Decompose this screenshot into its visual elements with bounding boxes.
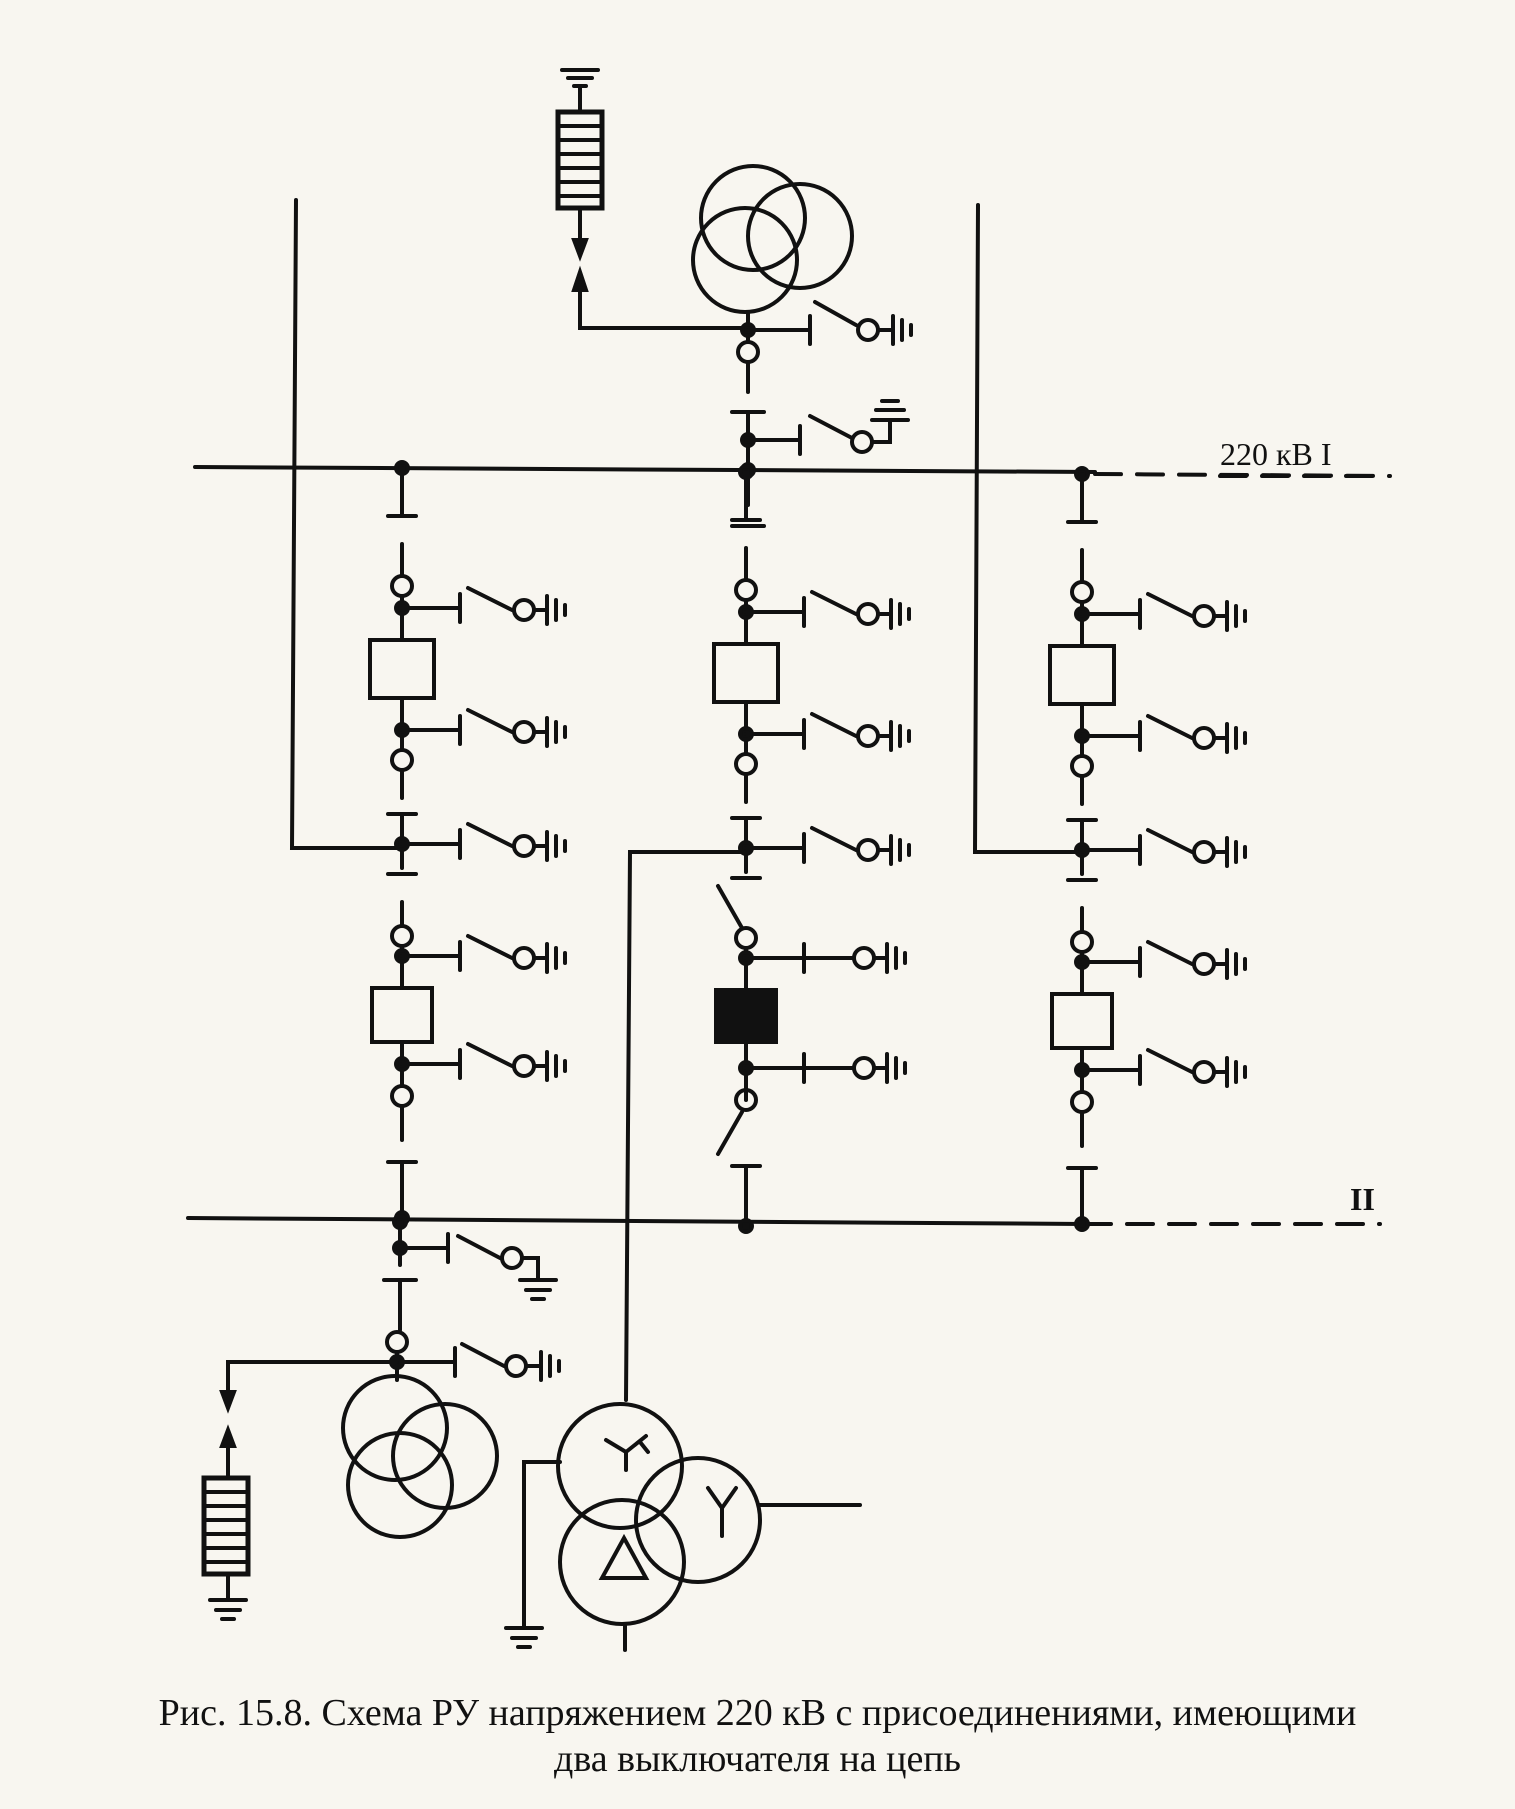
caption-line-2: два выключателя на цепь	[554, 1738, 961, 1780]
disconnector-icon	[716, 1110, 744, 1156]
bus-bar-II	[186, 1216, 1382, 1226]
earthing-switch-icon	[466, 1042, 514, 1068]
autotransformer	[504, 1402, 862, 1652]
earthing-contact	[1192, 604, 1216, 628]
figure-caption: Рис. 15.8. Схема РУ напряжением 220 кВ с…	[0, 1690, 1515, 1782]
disconnector-contact	[390, 924, 414, 948]
circuit-breaker-icon	[714, 988, 778, 1044]
left-feeder-line	[289, 198, 402, 850]
bay-right	[1048, 466, 1247, 1232]
disconnector-icon	[716, 884, 744, 930]
bus-junction	[738, 1218, 754, 1234]
earthing-contact	[852, 946, 876, 970]
disconnector-contact	[734, 752, 758, 776]
earthing-contact	[1192, 726, 1216, 750]
delta-icon	[598, 1533, 650, 1580]
circuit-breaker-icon	[712, 642, 780, 704]
top-arrester	[555, 68, 750, 330]
bus-label-II: II	[1350, 1181, 1375, 1217]
bay-left	[368, 460, 567, 1226]
circuit-breaker-icon	[1048, 644, 1116, 706]
earthing-contact	[1192, 952, 1216, 976]
earthing-switch-icon	[810, 712, 858, 738]
earthing-switch-icon	[466, 586, 514, 612]
bus-label-I: 220 кВ I	[1220, 436, 1332, 472]
earthing-contact	[1192, 1060, 1216, 1084]
disconnector-contact	[390, 1084, 414, 1108]
earthing-switch-icon	[1146, 714, 1194, 740]
bay-middle	[712, 464, 911, 1234]
earthing-switch-icon	[810, 826, 858, 852]
earthing-switch-icon	[810, 590, 858, 616]
circuit-breaker-icon	[370, 986, 434, 1044]
right-feeder-line	[972, 203, 1085, 854]
bus-junction	[1074, 1216, 1090, 1232]
circuit-breaker-icon	[1050, 992, 1114, 1050]
disconnector-contact	[734, 926, 758, 950]
disconnector-contact	[1070, 580, 1094, 604]
earthing-switch-icon	[466, 934, 514, 960]
caption-line-1: Рис. 15.8. Схема РУ напряжением 220 кВ с…	[158, 1692, 1357, 1734]
earthing-contact	[512, 598, 536, 622]
earthing-contact	[512, 1054, 536, 1078]
top-transformer	[691, 164, 854, 314]
earthing-switch-icon	[1146, 1048, 1194, 1074]
top-branch-connection	[730, 300, 913, 528]
bottom-transformer-branch	[201, 1214, 561, 1621]
earthing-contact	[512, 834, 536, 858]
earthing-contact	[852, 1056, 876, 1080]
disconnector-contact	[734, 1088, 758, 1112]
bus-bar-I	[193, 465, 1392, 478]
earthing-switch-icon	[466, 708, 514, 734]
circuit-breaker-icon	[368, 638, 436, 700]
disconnector-contact	[1070, 754, 1094, 778]
earthing-contact	[856, 724, 880, 748]
disconnector-contact	[390, 748, 414, 772]
earthing-contact	[856, 838, 880, 862]
disconnector-contact	[390, 574, 414, 598]
earthing-contact	[512, 946, 536, 970]
autotransformer-feeder-line	[624, 850, 750, 1402]
earthing-contact	[856, 602, 880, 626]
earthing-switch-icon	[1146, 592, 1194, 618]
earthing-switch-icon	[1146, 940, 1194, 966]
wye-icon	[706, 1486, 738, 1512]
earthing-switch-icon	[466, 822, 514, 848]
switchgear-diagram: 220 кВ I II	[186, 68, 1392, 1652]
earthing-contact	[512, 720, 536, 744]
bottom-transformer	[341, 1374, 499, 1539]
disconnector-contact	[734, 578, 758, 602]
disconnector-contact	[1070, 1090, 1094, 1114]
earthing-contact	[1192, 840, 1216, 864]
disconnector-contact	[1070, 930, 1094, 954]
earthing-switch-icon	[1146, 828, 1194, 854]
